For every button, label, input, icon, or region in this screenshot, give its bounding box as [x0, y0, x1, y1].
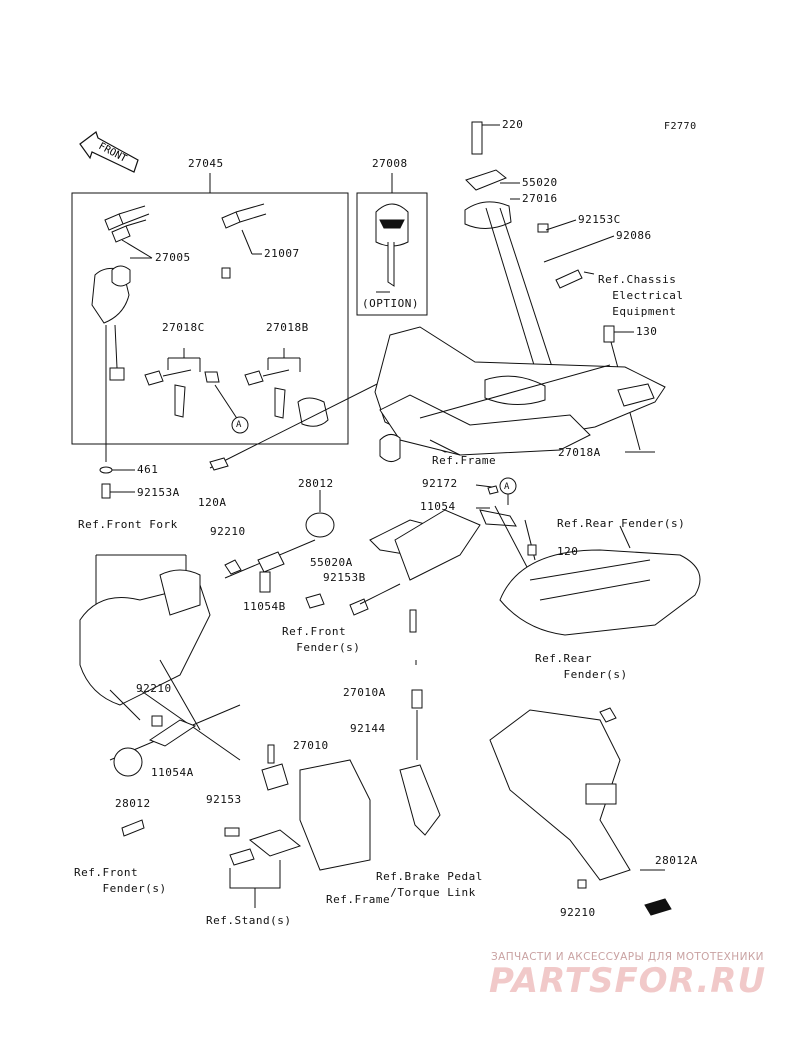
- part-92210-middle[interactable]: 92210: [136, 682, 172, 695]
- part-27010[interactable]: 27010: [293, 739, 329, 752]
- part-27016[interactable]: 27016: [522, 192, 558, 205]
- part-11054b[interactable]: 11054B: [243, 600, 286, 613]
- rear-mudguard: [489, 709, 631, 881]
- washer-461: [99, 466, 113, 474]
- part-27005[interactable]: 27005: [155, 251, 191, 264]
- part-11054[interactable]: 11054: [420, 500, 456, 513]
- part-130[interactable]: 130: [636, 325, 658, 338]
- watermark-logo: PARTSFOR.RU: [489, 961, 767, 1001]
- bolt-92153a: [101, 483, 111, 499]
- watermark-tagline: ЗАПЧАСТИ И АКСЕССУАРЫ ДЛЯ МОТОТЕХНИКИ: [491, 951, 764, 963]
- brake-pedal: [399, 764, 441, 836]
- ref-frame-upper[interactable]: Ref.Frame: [432, 454, 497, 467]
- part-92210-upper[interactable]: 92210: [210, 525, 246, 538]
- bolt-130: [603, 325, 615, 343]
- callout-a-2: A: [504, 482, 510, 492]
- cap-28012-lower: [113, 747, 143, 777]
- ref-chassis-electrical[interactable]: Ref.Chassis Electrical Equipment: [598, 273, 684, 318]
- part-92172[interactable]: 92172: [422, 477, 458, 490]
- ref-front-fender-lower[interactable]: Ref.Front Fender(s): [74, 866, 167, 895]
- option-label: (OPTION): [362, 297, 419, 310]
- key-icon: [221, 203, 267, 279]
- part-92153a[interactable]: 92153A: [137, 486, 180, 499]
- part-92153c[interactable]: 92153C: [578, 213, 621, 226]
- lock-set-27018b: [244, 369, 329, 427]
- bracket-55020: [465, 169, 507, 191]
- ref-front-fender-upper[interactable]: Ref.Front Fender(s): [282, 625, 361, 654]
- part-461[interactable]: 461: [137, 463, 159, 476]
- part-92144[interactable]: 92144: [350, 722, 386, 735]
- part-27045[interactable]: 27045: [188, 157, 224, 170]
- ignition-key-icon: [104, 205, 150, 243]
- part-28012-bottom[interactable]: 28012: [115, 797, 151, 810]
- part-55020a[interactable]: 55020A: [310, 556, 353, 569]
- frame-plate: [299, 759, 371, 871]
- part-92153b[interactable]: 92153B: [323, 571, 366, 584]
- callout-a-circle: [231, 416, 249, 434]
- part-27018b[interactable]: 27018B: [266, 321, 309, 334]
- kit-bracket-27045: [71, 192, 349, 445]
- ref-stands[interactable]: Ref.Stand(s): [206, 914, 292, 927]
- part-27008[interactable]: 27008: [372, 157, 408, 170]
- part-28012-top[interactable]: 28012: [298, 477, 334, 490]
- ref-rear-fender-lower[interactable]: Ref.Rear Fender(s): [535, 652, 628, 681]
- part-28012a[interactable]: 28012A: [655, 854, 698, 867]
- part-27018a[interactable]: 27018A: [558, 446, 601, 459]
- cap-28012: [305, 512, 335, 538]
- ref-brake-pedal[interactable]: Ref.Brake Pedal /Torque Link: [376, 870, 483, 899]
- part-120[interactable]: 120: [557, 545, 579, 558]
- part-21007[interactable]: 21007: [264, 247, 300, 260]
- part-120a[interactable]: 120A: [198, 496, 227, 509]
- part-92086[interactable]: 92086: [616, 229, 652, 242]
- part-220[interactable]: 220: [502, 118, 524, 131]
- part-92210-lower[interactable]: 92210: [560, 906, 596, 919]
- part-55020[interactable]: 55020: [522, 176, 558, 189]
- ref-rear-fender-upper[interactable]: Ref.Rear Fender(s): [557, 517, 686, 530]
- bolt-220: [471, 121, 483, 155]
- part-11054a[interactable]: 11054A: [151, 766, 194, 779]
- part-92153[interactable]: 92153: [206, 793, 242, 806]
- front-direction-arrow-icon: FRONT: [79, 131, 139, 173]
- ref-frame-lower[interactable]: Ref.Frame: [326, 893, 391, 906]
- rear-fender: [499, 549, 701, 636]
- diagram-code: F2770: [664, 121, 697, 132]
- front-fork-bracket: [79, 584, 211, 706]
- lock-set-27018c: [144, 369, 220, 418]
- part-27018c[interactable]: 27018C: [162, 321, 205, 334]
- part-27010a[interactable]: 27010A: [343, 686, 386, 699]
- ref-front-fork[interactable]: Ref.Front Fork: [78, 518, 178, 531]
- callout-a: A: [236, 420, 242, 430]
